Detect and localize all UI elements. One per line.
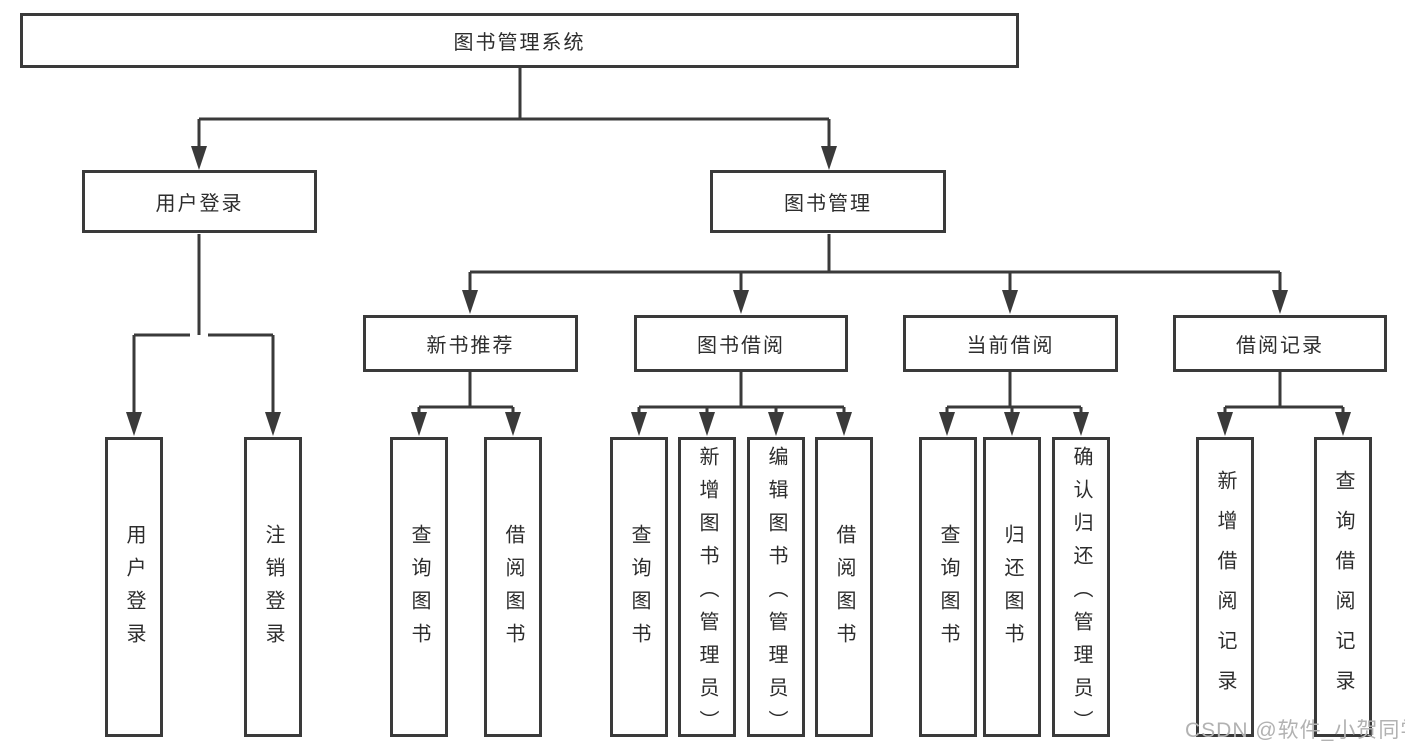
leaf-confirm-return-admin: 确认归还（管理员） (1052, 437, 1110, 743)
leaf-borrow-books: 借阅图书 (484, 437, 542, 737)
leaf-query-books: 查询图书 (390, 437, 448, 737)
leaf-edit-books-admin: 编辑图书（管理员） (747, 437, 805, 743)
node-book-borrowing: 图书借阅 (634, 315, 848, 372)
leaf-query-books-3: 查询图书 (919, 437, 977, 737)
arrowheads (126, 146, 1351, 436)
leaf-user-login: 用户登录 (105, 437, 163, 737)
csdn-watermark: CSDN @软件_小贺同学 (1185, 719, 1405, 742)
node-new-book-recommendation: 新书推荐 (363, 315, 578, 372)
tree-edges (132, 68, 1345, 416)
leaf-return-books: 归还图书 (983, 437, 1041, 737)
node-user-login: 用户登录 (82, 170, 317, 233)
leaf-query-books-2: 查询图书 (610, 437, 668, 737)
leaf-logout: 注销登录 (244, 437, 302, 737)
leaf-query-borrow-record: 查询借阅记录 (1314, 437, 1372, 737)
node-book-management: 图书管理 (710, 170, 946, 233)
leaf-borrow-books-2: 借阅图书 (815, 437, 873, 737)
leaf-add-books-admin: 新增图书（管理员） (678, 437, 736, 743)
leaf-add-borrow-record: 新增借阅记录 (1196, 437, 1254, 737)
node-current-borrowing: 当前借阅 (903, 315, 1118, 372)
node-library-management-system: 图书管理系统 (20, 13, 1019, 68)
node-borrowing-records: 借阅记录 (1173, 315, 1387, 372)
